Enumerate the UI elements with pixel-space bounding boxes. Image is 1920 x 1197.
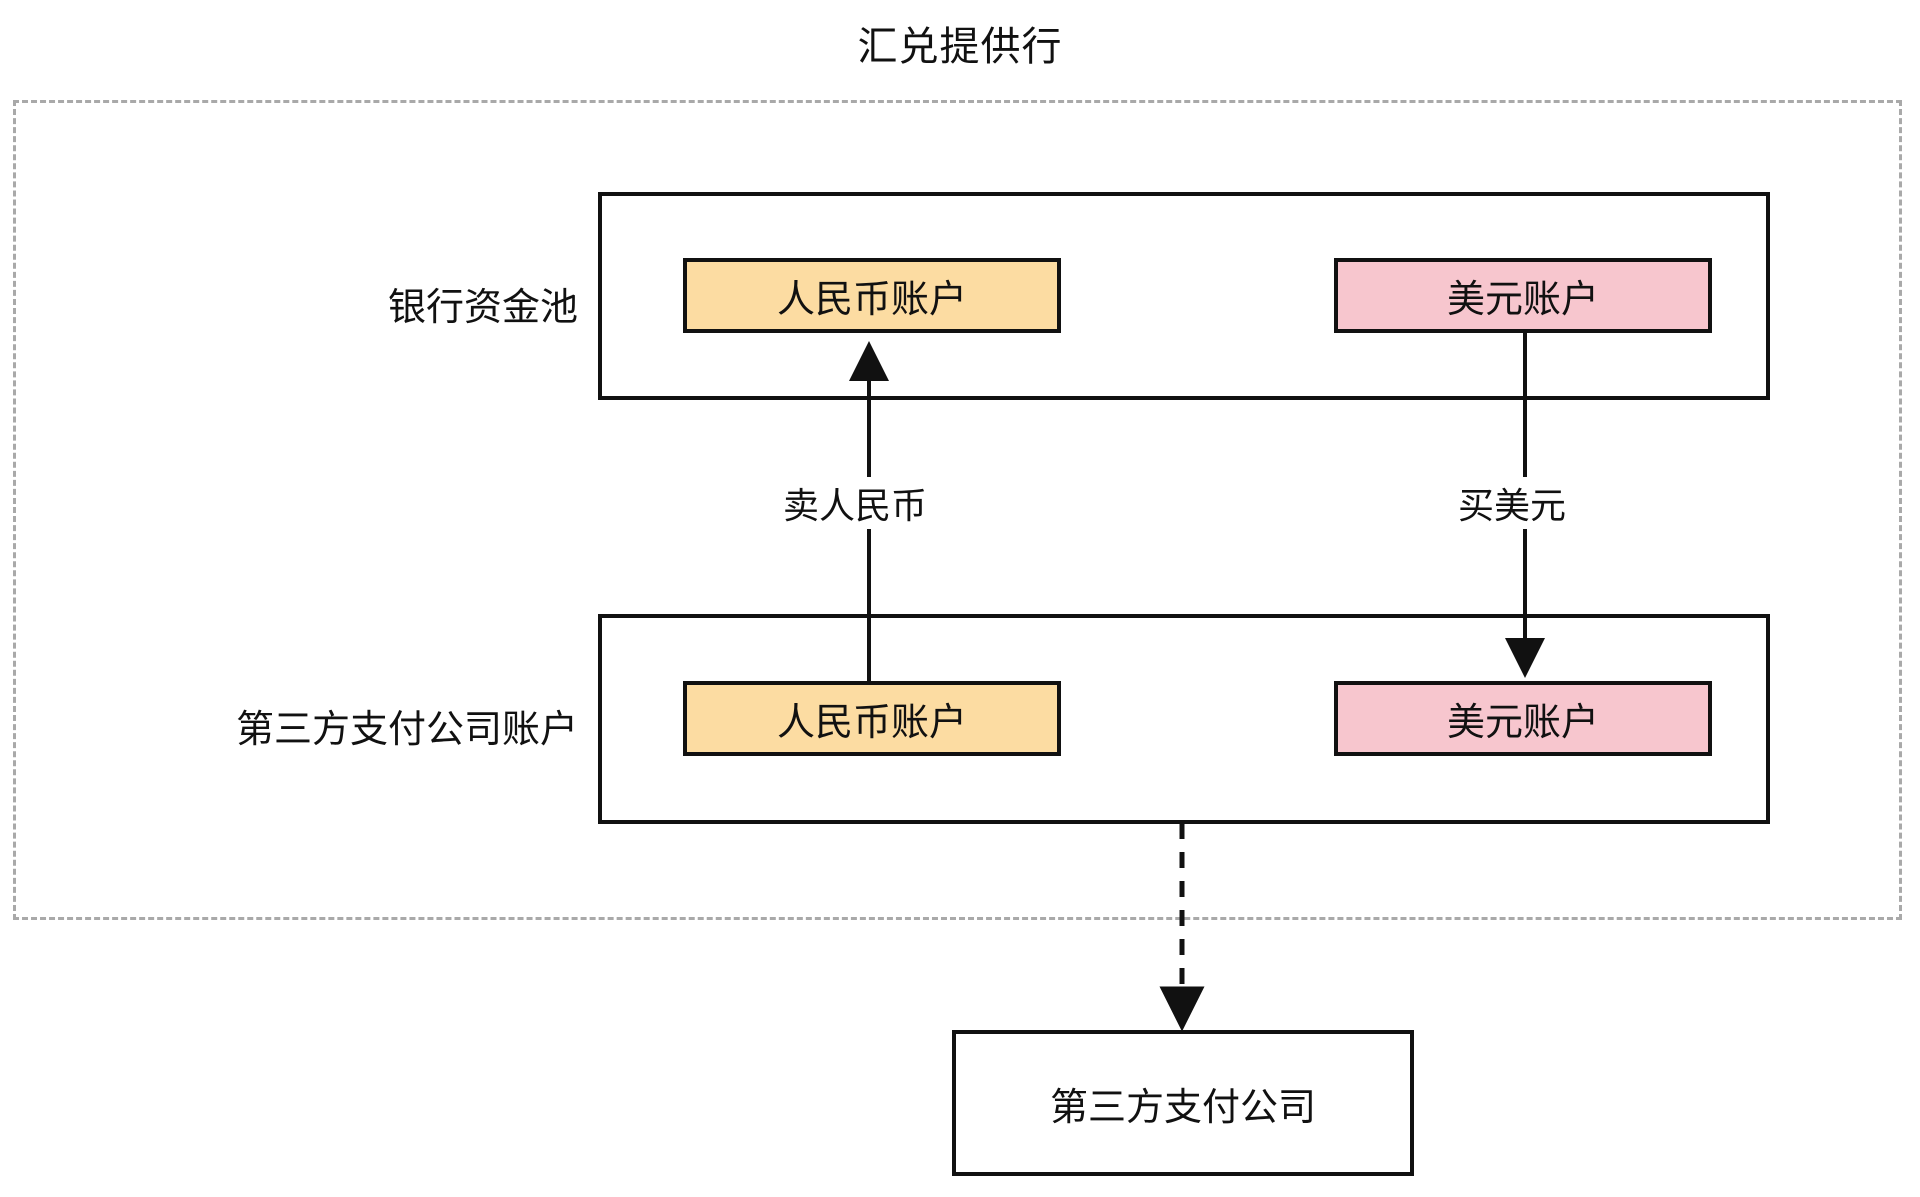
bank-cny-account-box[interactable]: 人民币账户 — [683, 258, 1061, 333]
third-party-payment-accounts-label: 第三方支付公司账户 — [235, 709, 578, 751]
tpp-cny-account-box[interactable]: 人民币账户 — [683, 681, 1061, 756]
page-title: 汇兑提供行 — [857, 25, 1063, 69]
bank-usd-account-box[interactable]: 美元账户 — [1334, 258, 1712, 333]
buy-usd-label: 买美元 — [1448, 477, 1577, 529]
third-party-payment-company-node[interactable]: 第三方支付公司 — [952, 1030, 1414, 1176]
tpp-usd-account-box[interactable]: 美元账户 — [1334, 681, 1712, 756]
exchange-provider-bank-group — [13, 100, 1902, 920]
bank-fund-pool-label: 银行资金池 — [387, 287, 578, 329]
sell-cny-label: 卖人民币 — [773, 477, 938, 529]
